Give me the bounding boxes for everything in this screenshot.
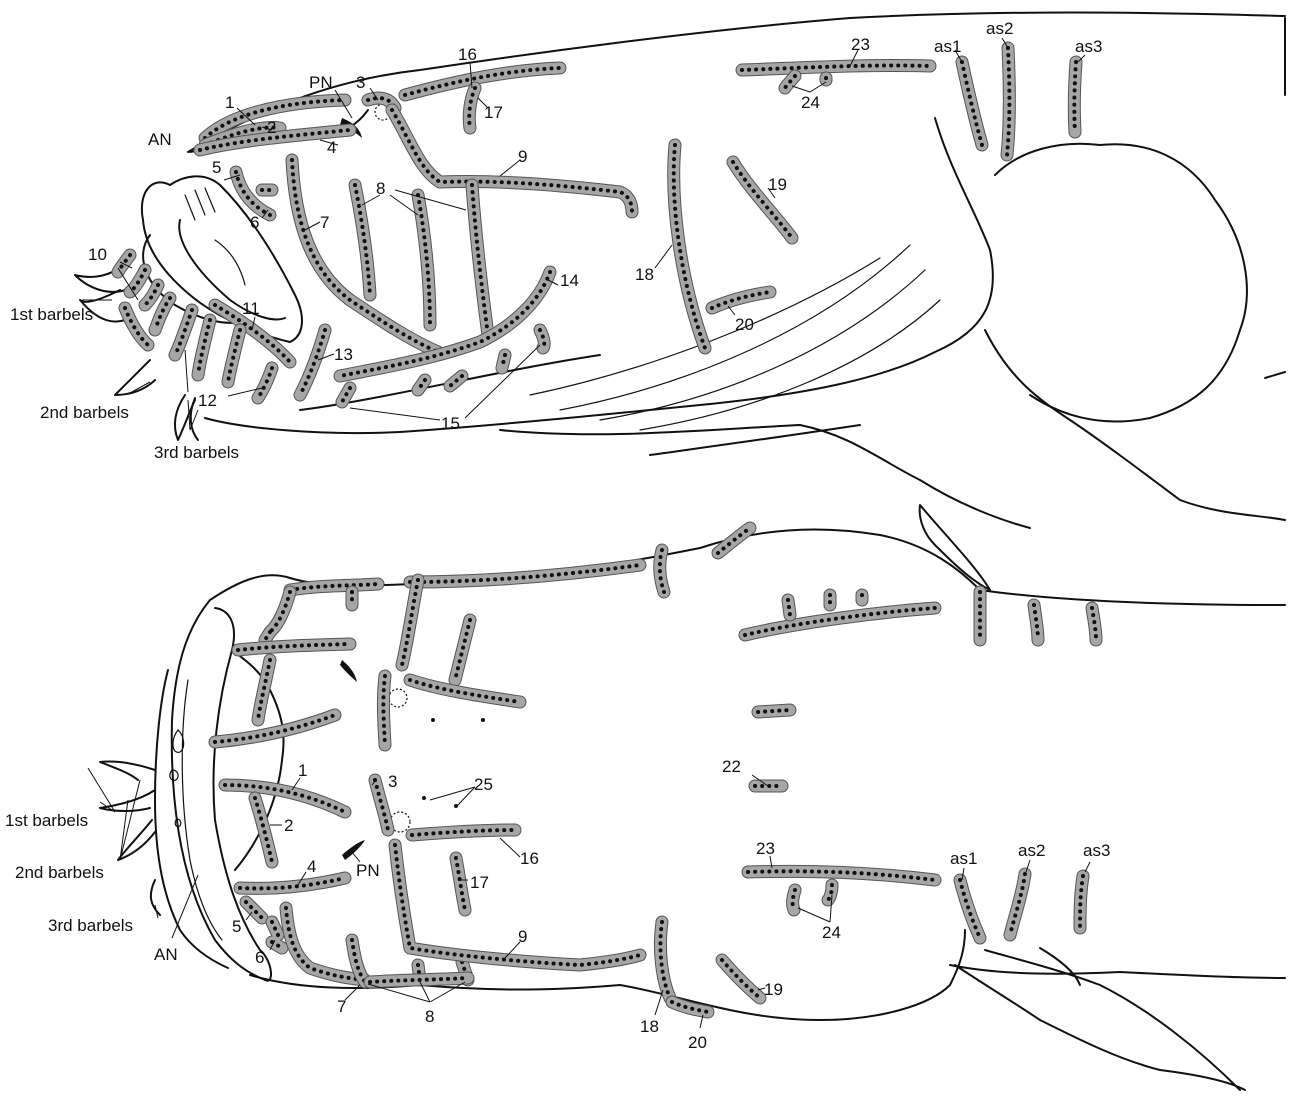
dorsal-nostril-2 bbox=[342, 840, 365, 860]
lateral-label-14: 14 bbox=[560, 271, 579, 290]
dorsal-label-2: 2 bbox=[284, 816, 293, 835]
lateral-labels: 1 2 3 4 5 6 7 8 9 10 11 12 13 14 15 16 1… bbox=[10, 19, 1102, 462]
lateral-label-barbels-3: 3rd barbels bbox=[154, 443, 239, 462]
lateral-label-24: 24 bbox=[801, 93, 820, 112]
dorsal-canal-5 bbox=[246, 902, 262, 918]
lateral-label-17: 17 bbox=[484, 103, 503, 122]
dorsal-label-8: 8 bbox=[425, 1007, 434, 1026]
dorsal-canal-24a bbox=[793, 890, 795, 910]
dorsal-canal-9 bbox=[395, 845, 640, 965]
lateral-label-barbels-1: 1st barbels bbox=[10, 305, 93, 324]
lateral-label-15: 15 bbox=[441, 414, 460, 433]
lateral-label-10: 10 bbox=[88, 245, 107, 264]
dorsal-canal-top-f bbox=[455, 620, 470, 680]
lateral-label-as1: as1 bbox=[934, 37, 961, 56]
dorsal-label-18: 18 bbox=[640, 1017, 659, 1036]
dorsal-label-3: 3 bbox=[388, 772, 397, 791]
lateral-label-1: 1 bbox=[225, 93, 234, 112]
dorsal-canal-1 bbox=[225, 785, 345, 812]
dorsal-label-19: 19 bbox=[764, 980, 783, 999]
lateral-label-18: 18 bbox=[635, 265, 654, 284]
dorsal-label-9: 9 bbox=[518, 927, 527, 946]
dorsal-label-as2: as2 bbox=[1018, 841, 1045, 860]
dorsal-canal-top-b bbox=[410, 565, 640, 582]
lateral-label-7: 7 bbox=[320, 213, 329, 232]
dorsal-label-5: 5 bbox=[232, 917, 241, 936]
dorsal-pore-25a bbox=[431, 718, 435, 722]
dorsal-pore-25c bbox=[422, 796, 426, 800]
lateral-label-5: 5 bbox=[212, 158, 221, 177]
dorsal-label-as1: as1 bbox=[950, 849, 977, 868]
lateral-label-16: 16 bbox=[458, 45, 477, 64]
lateral-canal-16 bbox=[405, 68, 560, 95]
dorsal-label-7: 7 bbox=[337, 997, 346, 1016]
dorsal-nostril-circle-1 bbox=[389, 689, 407, 707]
lateral-label-12: 12 bbox=[198, 391, 217, 410]
lateral-label-pn: PN bbox=[309, 73, 333, 92]
lateral-label-11: 11 bbox=[242, 299, 260, 318]
dorsal-canal-top-k bbox=[215, 715, 335, 742]
lateral-label-an: AN bbox=[148, 130, 172, 149]
dorsal-label-23: 23 bbox=[756, 839, 775, 858]
lateral-view: 1 2 3 4 5 6 7 8 9 10 11 12 13 14 15 16 1… bbox=[10, 13, 1285, 529]
dorsal-label-1: 1 bbox=[298, 761, 307, 780]
dorsal-label-24: 24 bbox=[822, 923, 841, 942]
lateral-label-23: 23 bbox=[851, 35, 870, 54]
dorsal-nostril-1 bbox=[340, 660, 357, 682]
lateral-label-as2: as2 bbox=[986, 19, 1013, 38]
lateral-label-2: 2 bbox=[267, 118, 276, 137]
lateral-label-as3: as3 bbox=[1075, 37, 1102, 56]
lateral-label-8: 8 bbox=[376, 179, 385, 198]
lateral-body-outline bbox=[188, 13, 1285, 529]
dorsal-label-as3: as3 bbox=[1083, 841, 1110, 860]
dorsal-view: 1 2 3 4 5 6 7 8 9 16 17 18 19 20 22 23 2… bbox=[5, 505, 1285, 1090]
dorsal-label-17: 17 bbox=[470, 873, 489, 892]
dorsal-pore-25b bbox=[481, 718, 485, 722]
lateral-label-4: 4 bbox=[327, 138, 336, 157]
dorsal-label-an: AN bbox=[154, 945, 178, 964]
lateral-label-barbels-2: 2nd barbels bbox=[40, 403, 129, 422]
lateral-label-6: 6 bbox=[250, 213, 259, 232]
dorsal-label-6: 6 bbox=[255, 948, 264, 967]
dorsal-label-20: 20 bbox=[688, 1033, 707, 1052]
dorsal-label-4: 4 bbox=[307, 857, 316, 876]
dorsal-label-barbels-1: 1st barbels bbox=[5, 811, 88, 830]
lateral-canal-9-border bbox=[392, 110, 632, 212]
lateral-canal-18 bbox=[674, 145, 705, 348]
lateral-label-20: 20 bbox=[735, 315, 754, 334]
dorsal-leaders bbox=[88, 768, 1090, 1028]
dorsal-label-barbels-2: 2nd barbels bbox=[15, 863, 104, 882]
dorsal-label-25: 25 bbox=[474, 775, 493, 794]
lateral-canals bbox=[118, 48, 1076, 402]
dorsal-label-pn: PN bbox=[356, 861, 380, 880]
dorsal-label-16: 16 bbox=[520, 849, 539, 868]
dorsal-barbels bbox=[100, 762, 160, 915]
dorsal-labels: 1 2 3 4 5 6 7 8 9 16 17 18 19 20 22 23 2… bbox=[5, 757, 1110, 1052]
dorsal-label-22: 22 bbox=[722, 757, 741, 776]
dorsal-label-barbels-3: 3rd barbels bbox=[48, 916, 133, 935]
lateral-label-9: 9 bbox=[518, 147, 527, 166]
lateral-label-19: 19 bbox=[768, 175, 787, 194]
lateral-label-13: 13 bbox=[334, 345, 353, 364]
lateral-label-3: 3 bbox=[356, 73, 365, 92]
